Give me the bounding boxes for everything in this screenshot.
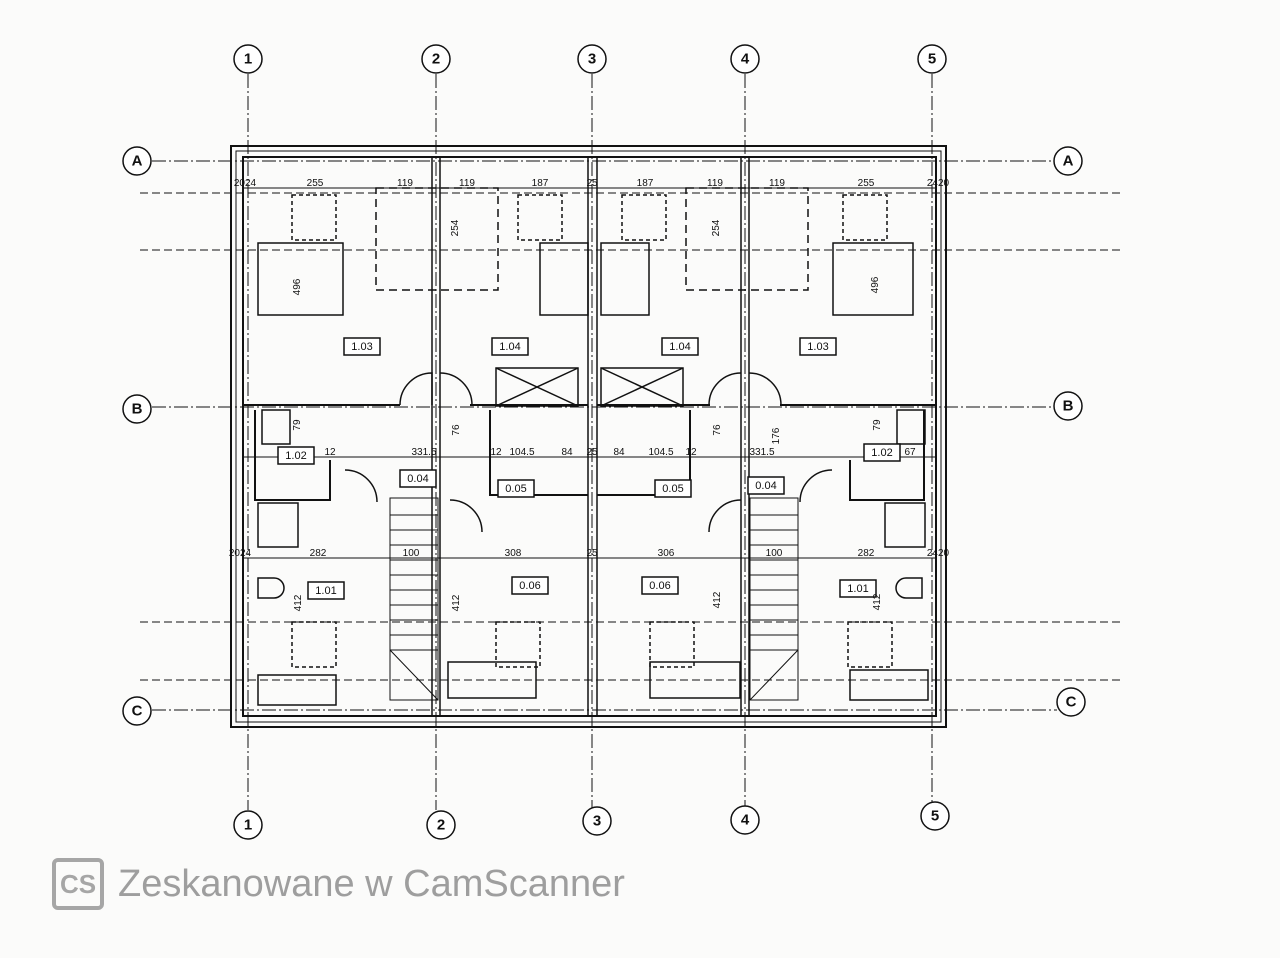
dimension: 331.5 [749, 447, 774, 458]
dimension: 187 [532, 178, 549, 189]
dimension: 119 [769, 178, 785, 189]
dimension: 306 [658, 548, 675, 559]
room-number: 0.05 [662, 483, 683, 495]
room-number: 0.05 [505, 483, 526, 495]
watermark-text: Zeskanowane w CamScanner [118, 862, 625, 905]
dimension: 412 [712, 591, 723, 608]
axis-3-bottom: 3 [593, 813, 601, 830]
axis-2-bottom: 2 [437, 817, 445, 834]
axis-bubbles [122, 44, 1086, 840]
dimension: 282 [858, 548, 875, 559]
dimension: 25 [586, 548, 598, 559]
dimension: 67 [904, 447, 916, 458]
axis-b-right: B [1063, 398, 1074, 415]
dimensions-vertical: 496 254 254 496 79 79 76 76 176 412 412 … [292, 219, 883, 611]
dimension: 412 [872, 593, 883, 610]
dimension: 254 [450, 219, 461, 236]
axis-4-bottom: 4 [741, 812, 750, 829]
dimensions-top: 2024 255 119 119 187 25 187 119 119 255 … [234, 178, 950, 189]
grid-lines [140, 74, 1120, 810]
dimensions-middle: 12 331.5 12 104.5 84 25 84 104.5 12 331.… [324, 447, 916, 458]
axis-5-bottom: 5 [931, 808, 939, 825]
dimension: 331.5 [411, 447, 436, 458]
dimension: 100 [766, 548, 783, 559]
dimension: 84 [613, 447, 625, 458]
dimension: 79 [292, 419, 303, 431]
dimension: 25 [586, 178, 598, 189]
dimension: 255 [858, 178, 875, 189]
room-number: 0.06 [649, 580, 670, 592]
dimension: 255 [307, 178, 324, 189]
dimension: 119 [397, 178, 413, 189]
dimension: 254 [711, 219, 722, 236]
dimension: 76 [712, 424, 723, 436]
room-number: 1.01 [847, 583, 868, 595]
dimension: 12 [685, 447, 697, 458]
camscanner-watermark: CS Zeskanowane w CamScanner [52, 858, 625, 910]
room-number: 1.02 [285, 450, 306, 462]
dimension: 187 [637, 178, 654, 189]
room-number: 1.02 [871, 447, 892, 459]
axis-c-right: C [1066, 694, 1077, 711]
dimension: 176 [771, 427, 782, 444]
dimension: 79 [872, 419, 883, 431]
dimension: 104.5 [648, 447, 673, 458]
staircases [389, 497, 799, 701]
room-tags [277, 337, 901, 600]
axis-a-right: A [1063, 153, 1074, 170]
dimension: 104.5 [509, 447, 534, 458]
axis-4-top: 4 [741, 51, 750, 68]
room-number: 1.04 [499, 341, 520, 353]
dimension: 84 [561, 447, 573, 458]
room-number: 1.03 [807, 341, 828, 353]
walls [230, 145, 947, 728]
dimension: 282 [310, 548, 327, 559]
dimension: 2024 [229, 548, 252, 559]
dimension: 412 [293, 594, 304, 611]
dimension: 76 [451, 424, 462, 436]
furniture [257, 187, 929, 706]
dimension: 496 [292, 278, 303, 295]
dimension: 2420 [927, 548, 950, 559]
dimension: 100 [403, 548, 420, 559]
room-number: 0.04 [407, 473, 428, 485]
camscanner-logo-icon: CS [52, 858, 104, 910]
axis-3-top: 3 [588, 51, 596, 68]
room-number: 1.03 [351, 341, 372, 353]
room-number: 0.04 [755, 480, 776, 492]
axis-b-left: B [132, 401, 143, 418]
dimensions-lower: 2024 282 100 308 25 306 100 282 2420 [229, 548, 950, 559]
room-number: 1.01 [315, 585, 336, 597]
dimension: 25 [586, 447, 598, 458]
room-number: 0.06 [519, 580, 540, 592]
room-numbers: 1.03 1.04 1.04 1.03 1.02 0.04 0.05 0.05 … [285, 341, 892, 597]
dimension: 412 [451, 594, 462, 611]
axis-a-left: A [132, 153, 143, 170]
axis-1-top: 1 [244, 51, 252, 68]
room-number: 1.04 [669, 341, 690, 353]
axis-5-top: 5 [928, 51, 936, 68]
dimension: 119 [707, 178, 723, 189]
axis-labels: 1 2 3 4 5 1 2 3 4 5 A A B B C C [132, 51, 1077, 834]
dimension: 2420 [927, 178, 950, 189]
dimension: 2024 [234, 178, 257, 189]
dimension: 308 [505, 548, 522, 559]
axis-c-left: C [132, 703, 143, 720]
dimension: 119 [459, 178, 475, 189]
dimension: 496 [870, 276, 881, 293]
dimension: 12 [324, 447, 336, 458]
axis-1-bottom: 1 [244, 817, 252, 834]
axis-2-top: 2 [432, 51, 440, 68]
dimension: 12 [490, 447, 502, 458]
